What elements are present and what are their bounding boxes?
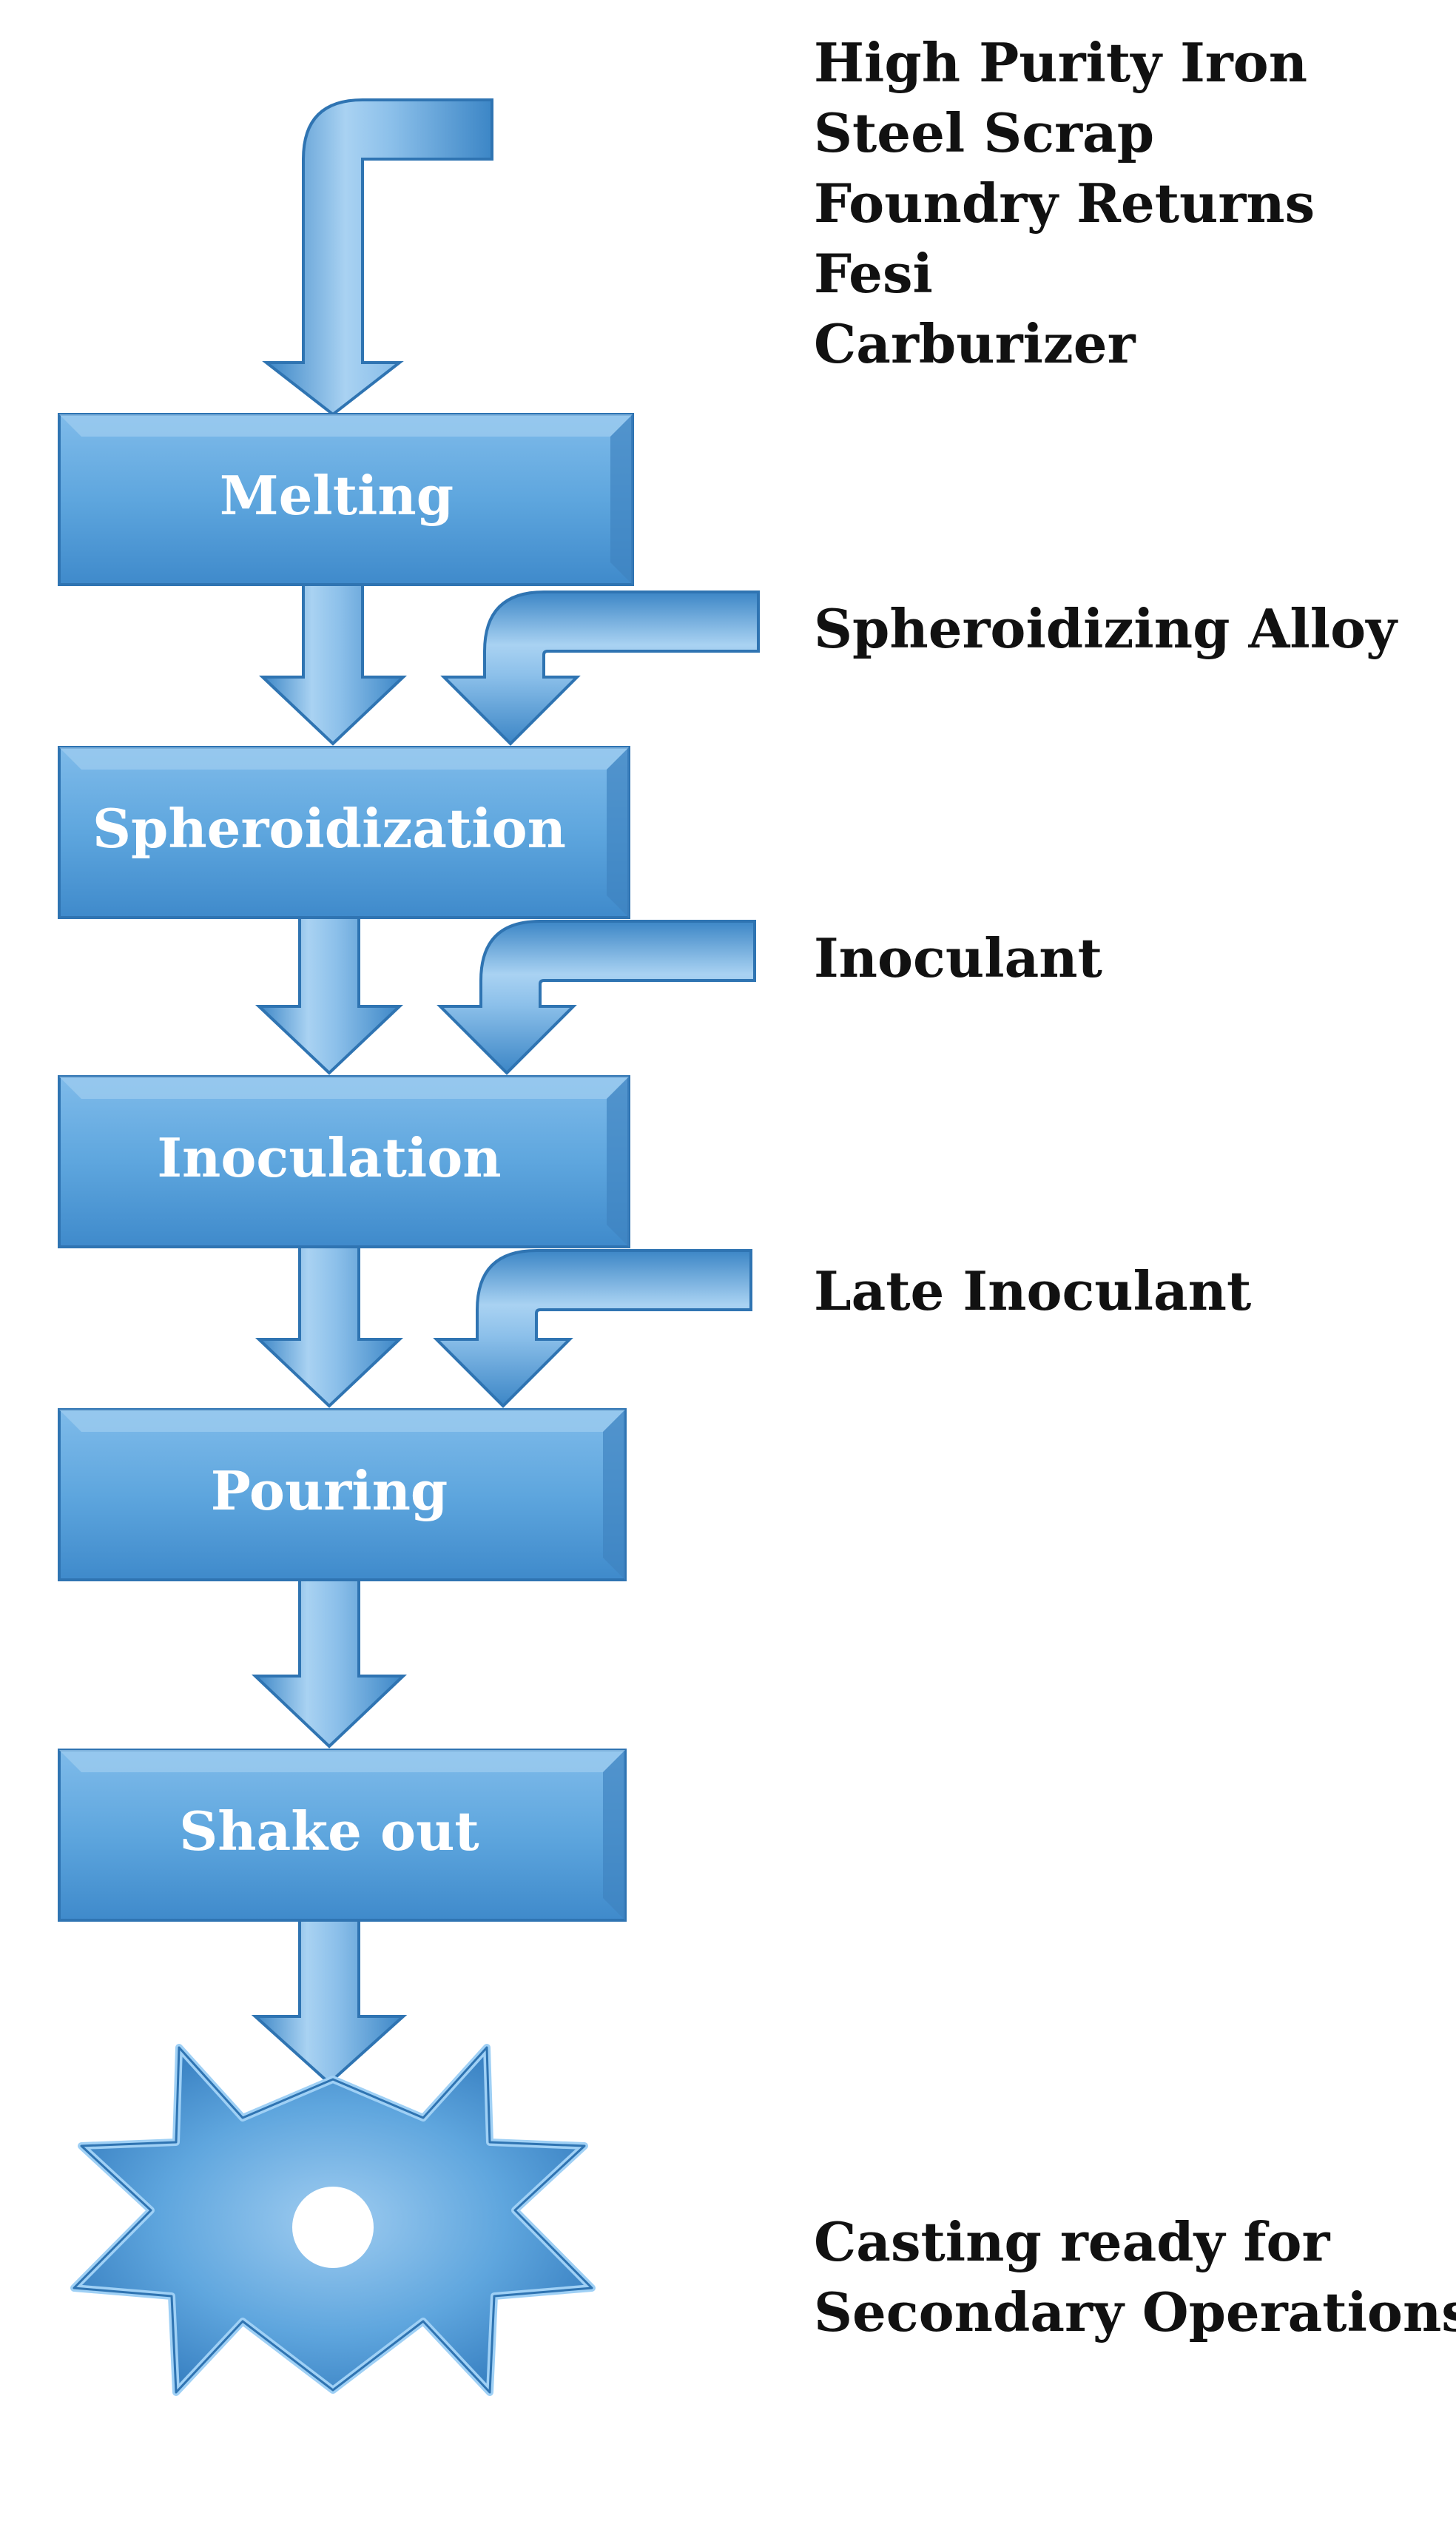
step-label: Melting — [220, 464, 454, 527]
inoculant-label: Inoculant — [814, 926, 1102, 989]
step-label: Pouring — [211, 1459, 448, 1522]
eight-point-star-icon — [70, 2044, 596, 2396]
down-arrow — [251, 1578, 408, 1749]
step-spheroidization: Spheroidization — [58, 746, 630, 919]
down-arrow — [255, 1245, 404, 1408]
down-arrow — [258, 583, 408, 746]
raw-material-label: Foundry Returns — [814, 172, 1315, 235]
step-pouring: Pouring — [58, 1408, 627, 1581]
raw-material-label: Steel Scrap — [814, 101, 1154, 164]
step-shake-out: Shake out — [58, 1749, 627, 1922]
final-label-line2: Secondary Operations — [814, 2281, 1456, 2343]
raw-material-label: Fesi — [814, 242, 933, 305]
star-center-hole — [292, 2187, 374, 2268]
raw-materials-list: High Purity Iron Steel Scrap Foundry Ret… — [814, 31, 1315, 375]
final-label-line1: Casting ready for — [814, 2210, 1330, 2273]
step-label: Spheroidization — [92, 797, 566, 860]
step-label: Shake out — [179, 1800, 479, 1863]
step-label: Inoculation — [157, 1126, 501, 1189]
raw-material-label: Carburizer — [814, 312, 1136, 375]
down-arrow — [255, 916, 404, 1075]
down-arrow — [251, 1919, 408, 2085]
spheroidizing-alloy-label: Spheroidizing Alloy — [814, 597, 1398, 660]
spheroidizing-alloy-arrow — [440, 590, 760, 746]
inoculant-arrow — [437, 920, 756, 1075]
late-inoculant-arrow — [433, 1249, 752, 1408]
raw-materials-arrow — [262, 98, 493, 417]
step-melting: Melting — [58, 413, 634, 586]
raw-material-label: High Purity Iron — [814, 31, 1307, 94]
step-inoculation: Inoculation — [58, 1075, 630, 1248]
late-inoculant-label: Late Inoculant — [814, 1259, 1251, 1322]
